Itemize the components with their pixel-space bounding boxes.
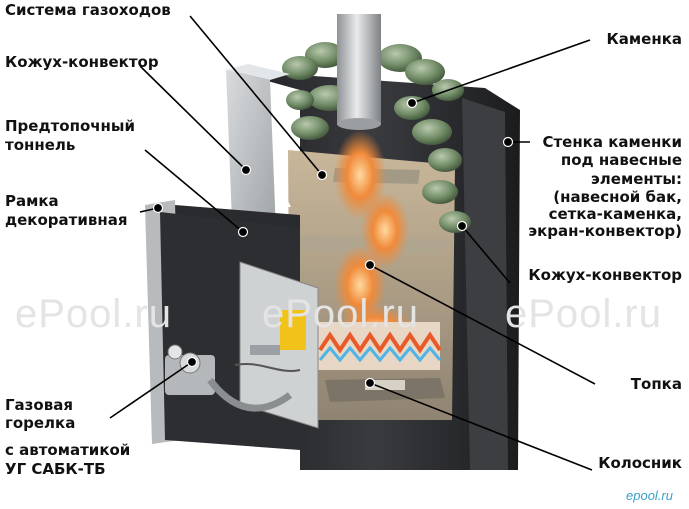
left-casing-convector xyxy=(226,70,276,232)
label-frame-line2: декоративная xyxy=(5,211,128,229)
label-wall-line5: сетка-каменка, xyxy=(548,205,682,223)
right-casing-convector xyxy=(462,98,508,470)
label-prefurnace-tunnel-line2: тоннель xyxy=(5,136,76,154)
label-casing-convector-right: Кожух-конвектор xyxy=(528,266,682,284)
label-wall-line3: элементы: xyxy=(590,170,682,188)
watermark: ePool.ru xyxy=(15,292,172,336)
door-plate xyxy=(280,310,306,350)
label-firebox: Топка xyxy=(630,375,682,393)
label-wall-line2: под навесные xyxy=(560,151,682,169)
label-burner-line4: УГ САБК-ТБ xyxy=(5,460,106,478)
chimney-pipe-front xyxy=(337,40,381,125)
label-burner-line3: с автоматикой xyxy=(5,441,131,459)
label-prefurnace-tunnel-line1: Предтопочный xyxy=(5,117,135,135)
gas-burner-unit xyxy=(165,344,301,412)
watermark: ePool.ru xyxy=(262,292,419,336)
label-casing-convector-left: Кожух-конвектор xyxy=(5,53,159,71)
label-frame-line1: Рамка xyxy=(5,192,59,210)
watermark: ePool.ru xyxy=(505,292,662,336)
label-grate: Колосник xyxy=(598,454,682,472)
label-wall-line1: Стенка каменки xyxy=(542,133,682,151)
label-flue-system: Система газоходов xyxy=(5,1,171,19)
leader-dots xyxy=(152,97,514,389)
burner-flame-row xyxy=(318,331,442,363)
label-burner-line2: горелка xyxy=(5,414,76,432)
sauna-stones xyxy=(282,42,471,233)
label-wall-line6: экран-конвектор) xyxy=(528,222,682,240)
label-burner-line1: Газовая xyxy=(5,396,73,414)
leader-lines xyxy=(109,15,596,471)
label-wall-line4: (навесной бак, xyxy=(553,188,682,206)
corner-logo: epool.ru xyxy=(626,488,673,503)
label-stones: Каменка xyxy=(606,30,682,48)
